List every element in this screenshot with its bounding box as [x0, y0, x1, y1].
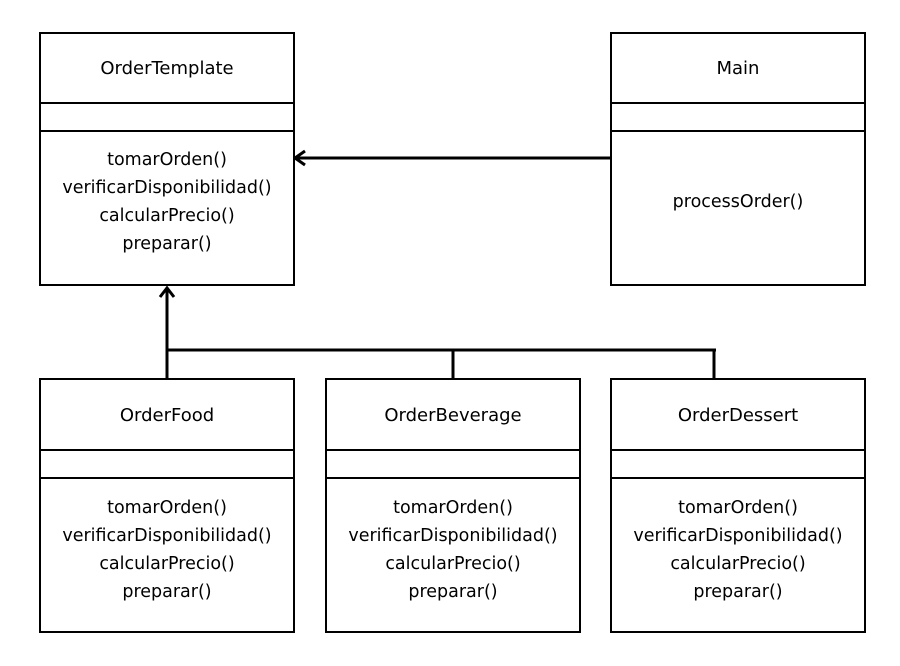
method-item: verificarDisponibilidad() — [633, 526, 843, 546]
method-item: calcularPrecio() — [99, 554, 235, 574]
class-name-orderfood: OrderFood — [119, 404, 215, 426]
class-box-orderfood[interactable]: OrderFood tomarOrden() verificarDisponib… — [39, 378, 295, 633]
class-box-main[interactable]: Main processOrder() — [610, 32, 866, 286]
method-list: tomarOrden() verificarDisponibilidad() c… — [612, 494, 864, 606]
method-item: verificarDisponibilidad() — [62, 526, 272, 546]
method-item: calcularPrecio() — [385, 554, 521, 574]
inheritance-arrowhead — [158, 285, 176, 298]
class-box-orderdessert[interactable]: OrderDessert tomarOrden() verificarDispo… — [610, 378, 866, 633]
method-item: calcularPrecio() — [670, 554, 806, 574]
class-name-ordertemplate: OrderTemplate — [100, 57, 234, 79]
methods-separator — [327, 477, 579, 479]
method-item: preparar() — [122, 582, 212, 602]
attributes-separator — [612, 449, 864, 451]
attributes-separator — [327, 449, 579, 451]
method-item: tomarOrden() — [393, 498, 513, 518]
method-item: processOrder() — [672, 192, 804, 212]
class-box-orderbeverage[interactable]: OrderBeverage tomarOrden() verificarDisp… — [325, 378, 581, 633]
method-item: tomarOrden() — [107, 498, 227, 518]
class-name-orderbeverage: OrderBeverage — [384, 404, 522, 426]
method-item: verificarDisponibilidad() — [62, 178, 272, 198]
methods-separator — [612, 130, 864, 132]
attributes-separator — [41, 449, 293, 451]
class-name-main: Main — [716, 57, 760, 79]
attributes-separator — [612, 102, 864, 104]
method-item: verificarDisponibilidad() — [348, 526, 558, 546]
method-item: tomarOrden() — [678, 498, 798, 518]
method-list: tomarOrden() verificarDisponibilidad() c… — [41, 146, 293, 258]
method-list: processOrder() — [612, 188, 864, 216]
method-item: calcularPrecio() — [99, 206, 235, 226]
attributes-separator — [41, 102, 293, 104]
methods-separator — [612, 477, 864, 479]
association-arrowhead — [292, 149, 306, 167]
class-box-ordertemplate[interactable]: OrderTemplate tomarOrden() verificarDisp… — [39, 32, 295, 286]
method-item: preparar() — [693, 582, 783, 602]
method-item: preparar() — [408, 582, 498, 602]
class-name-orderdessert: OrderDessert — [677, 404, 799, 426]
method-list: tomarOrden() verificarDisponibilidad() c… — [327, 494, 579, 606]
method-list: tomarOrden() verificarDisponibilidad() c… — [41, 494, 293, 606]
method-item: tomarOrden() — [107, 150, 227, 170]
methods-separator — [41, 130, 293, 132]
method-item: preparar() — [122, 234, 212, 254]
methods-separator — [41, 477, 293, 479]
